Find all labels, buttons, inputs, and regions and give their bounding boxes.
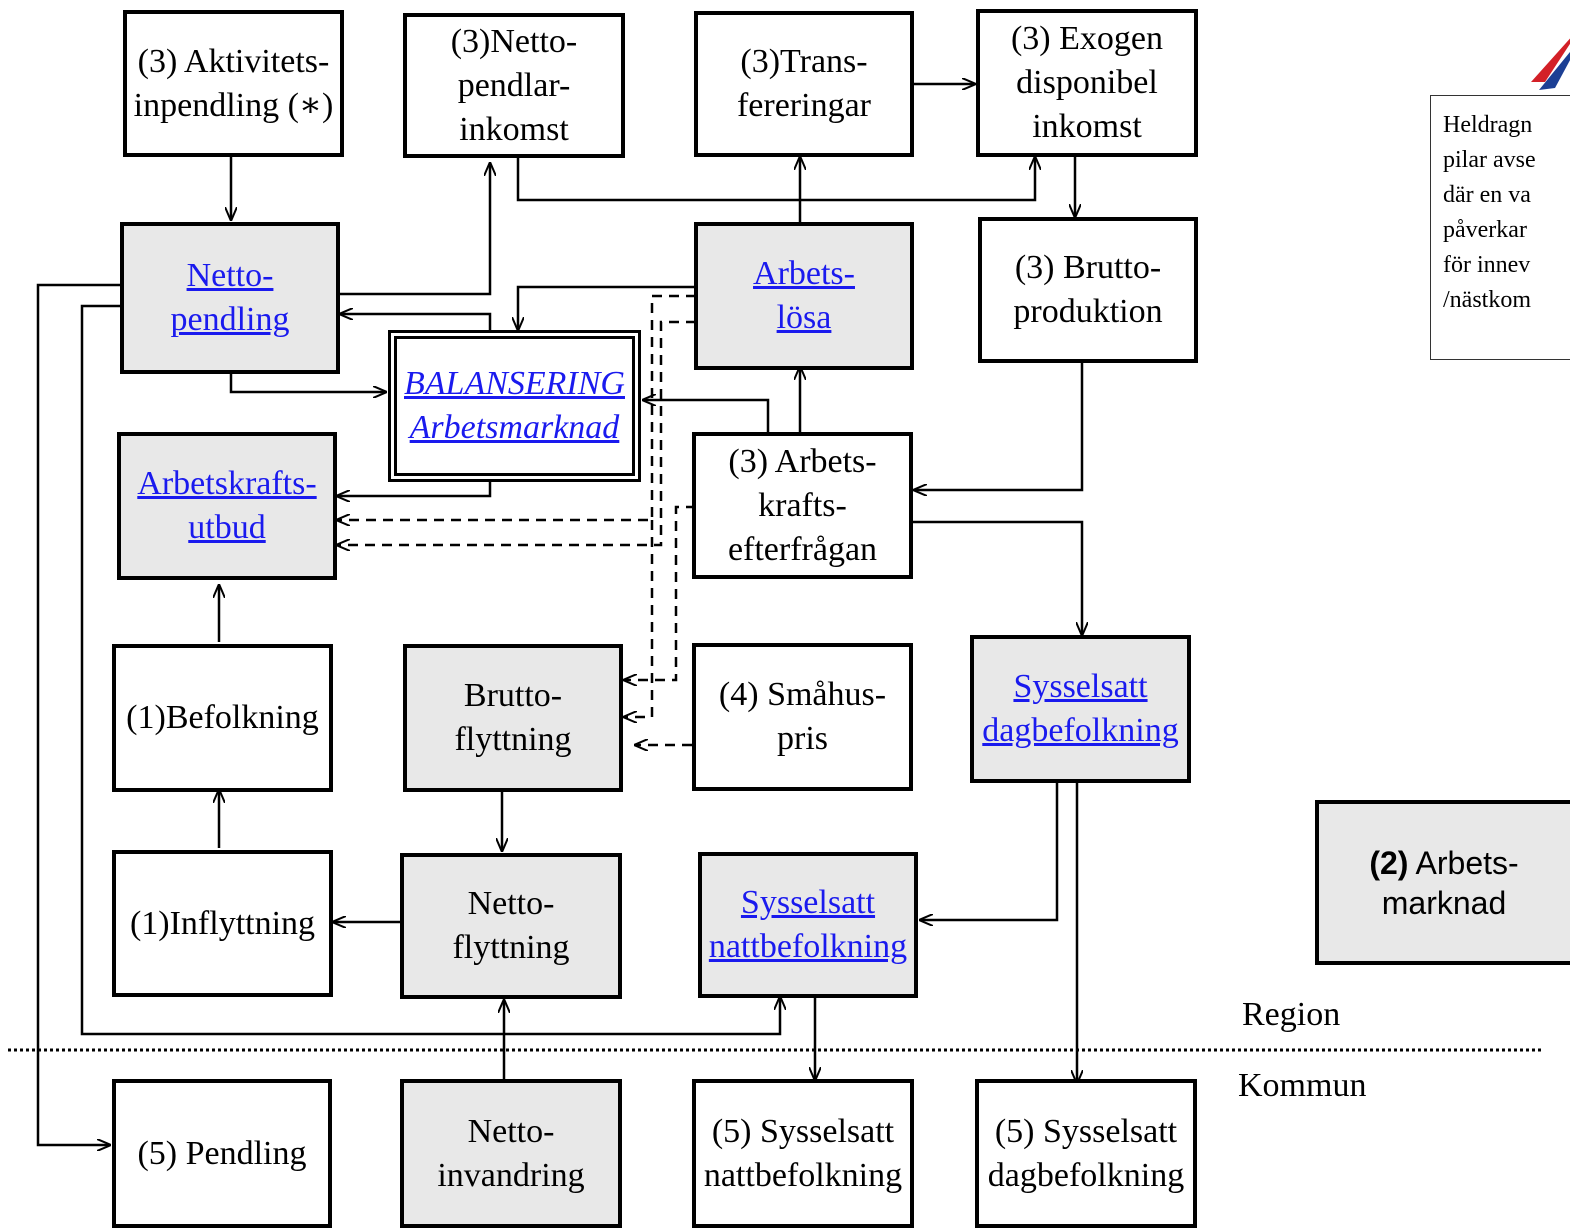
box-label: disponibel (1016, 64, 1158, 101)
exogen-disponibel-inkomst-box: (3) Exogen disponibel inkomst (976, 9, 1198, 157)
module-title-line-2: marknad (1381, 884, 1507, 921)
box-label: Netto- (467, 1112, 555, 1150)
nettoinvandring-box: Netto- invandring (400, 1079, 622, 1228)
box-label: inkomst (1032, 108, 1142, 145)
box-label: (4) Småhus- (718, 676, 887, 713)
box-label: Netto- (467, 885, 555, 922)
box-label: (1)Inflyttning (129, 904, 316, 942)
sysselsatt-nattbefolkning-kommun-box: (5) Sysselsatt nattbefolkning (692, 1079, 914, 1228)
box-label: pendlar- (457, 66, 571, 104)
arbetslosa-box[interactable]: Arbets-lösa (694, 222, 914, 370)
arbetskraftsefterfragan-box: (3) Arbets- krafts- efterfrågan (692, 432, 913, 579)
module-number: (2) (1369, 844, 1409, 881)
box-label: efterfrågan (727, 530, 878, 568)
bruttoflyttning-box: Brutto- flyttning (403, 644, 623, 792)
box-label: (5) Sysselsatt (994, 1112, 1178, 1150)
box-label: (5) Pendling (137, 1134, 307, 1172)
box-label: pris (777, 720, 828, 757)
sysselsatt-dagbefolkning-kommun-box: (5) Sysselsatt dagbefolkning (975, 1079, 1197, 1228)
note-line: för innev (1443, 252, 1531, 278)
nettopendling-link[interactable]: Netto-pendling (170, 257, 290, 338)
arbetslosa-link[interactable]: Arbets-lösa (753, 255, 855, 336)
box-label: (3) Arbets- (728, 442, 877, 480)
legend-note: Heldragn pilar avse där en va påverkar f… (1430, 95, 1570, 360)
box-label: (3) Brutto- (1014, 249, 1162, 286)
smahuspris-box: (4) Småhus- pris (692, 643, 913, 791)
box-label: (5) Sysselsatt (711, 1112, 895, 1150)
box-label: flyttning (452, 929, 570, 966)
box-label: dagbefolkning (987, 1156, 1185, 1194)
arbetskraftsutbud-box[interactable]: Arbetskrafts-utbud (117, 432, 337, 580)
arbetskraftsutbud-link[interactable]: Arbetskrafts-utbud (137, 465, 317, 546)
befolkning-box: (1)Befolkning (112, 644, 333, 792)
box-label: flyttning (454, 721, 572, 758)
nettopendling-box[interactable]: Netto-pendling (120, 222, 340, 374)
box-label: (3)Netto- (450, 22, 578, 60)
box-label: inpendling (∗) (133, 86, 334, 124)
pendling-box: (5) Pendling (112, 1079, 332, 1228)
box-label: invandring (437, 1156, 585, 1194)
note-line: /nästkom (1443, 287, 1531, 313)
note-line: påverkar (1443, 217, 1527, 243)
kommun-label: Kommun (1238, 1067, 1367, 1104)
box-label: (3) Exogen (1010, 20, 1163, 57)
region-label: Region (1242, 996, 1341, 1033)
note-line: pilar avse (1443, 147, 1536, 173)
logo-icon (1531, 38, 1570, 90)
box-label: inkomst (459, 110, 569, 148)
transfereringar-box: (3)Trans- fereringar (694, 11, 914, 157)
arbetsmarknad-module-box: (2) Arbets- marknad (1315, 800, 1570, 965)
nettopendlarinkomst-box: (3)Netto- pendlar- inkomst (403, 13, 625, 158)
note-line: där en va (1443, 182, 1531, 208)
box-label: nattbefolkning (703, 1156, 903, 1194)
module-title-line: (2) Arbets- (1369, 843, 1518, 883)
inflyttning-box: (1)Inflyttning (112, 850, 333, 997)
box-label: (3) Aktivitets- (137, 42, 330, 80)
box-label: krafts- (758, 486, 847, 524)
aktivitetsinpendling-box: (3) Aktivitets- inpendling (∗) (123, 10, 344, 157)
box-label: fereringar (736, 87, 871, 124)
box-label: (3)Trans- (740, 43, 868, 80)
box-label: Brutto- (463, 677, 563, 714)
module-title: Arbets- (1415, 844, 1519, 881)
nettoflyttning-box: Netto- flyttning (400, 853, 622, 999)
box-label: produktion (1013, 293, 1163, 330)
bruttoproduktion-box: (3) Brutto- produktion (978, 217, 1198, 363)
box-label: (1)Befolkning (126, 699, 319, 736)
note-line: Heldragn (1443, 112, 1533, 138)
